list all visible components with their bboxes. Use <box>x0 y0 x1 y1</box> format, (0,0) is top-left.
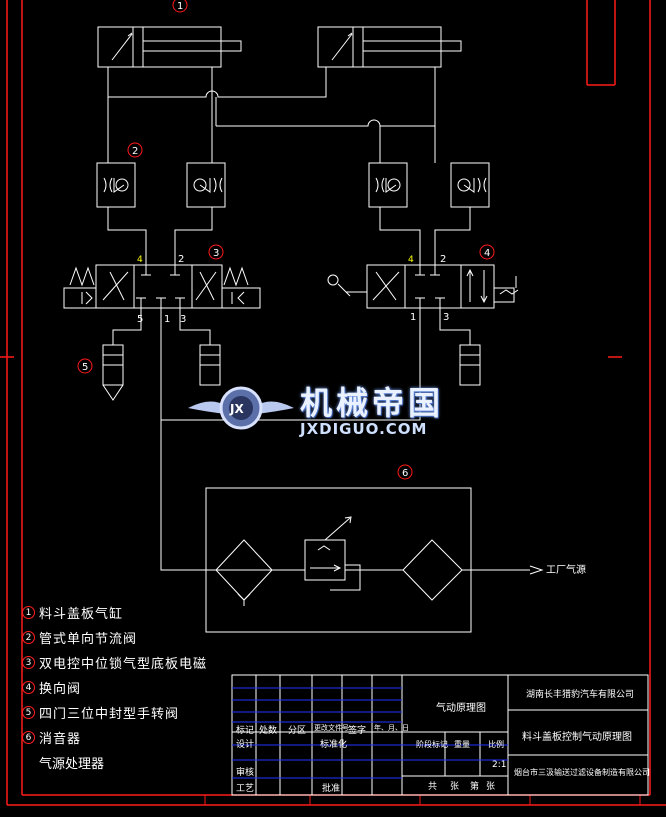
v4-port-3: 3 <box>443 312 449 323</box>
callout-3-text: 3 <box>213 248 219 259</box>
company-top: 湖南长丰猎豹汽车有限公司 <box>526 690 635 700</box>
callout-1: 1 <box>172 0 188 13</box>
watermark-gear-wings-icon: JX <box>188 386 294 430</box>
legend-item: 3 双电控中位锁气型底板电磁 <box>22 650 207 675</box>
silencer-middle <box>199 344 221 386</box>
tb-label: 工艺 <box>236 784 255 794</box>
tb-label: 张 <box>486 782 496 792</box>
tb-label: 重量 <box>454 740 470 749</box>
legend-number: 3 <box>22 656 35 669</box>
legend-text: 消音器 <box>39 732 82 747</box>
v3-port-1: 1 <box>164 314 170 325</box>
scale-value: 2:1 <box>492 760 507 770</box>
tb-label: 共 <box>428 782 438 792</box>
legend-number: 5 <box>22 706 35 719</box>
tb-label: 审核 <box>236 768 255 778</box>
callout-4-text: 4 <box>484 248 490 259</box>
legend-item: 2 管式单向节流阀 <box>22 625 207 650</box>
part-title: 料斗盖板控制气动原理图 <box>522 732 632 743</box>
legend-number: 6 <box>22 731 35 744</box>
tb-label: 比例 <box>488 740 504 749</box>
callout-4: 4 <box>479 244 495 260</box>
pipe-lines <box>107 67 544 575</box>
tb-label: 阶段标记 <box>416 740 448 749</box>
callout-6-text: 6 <box>402 468 408 479</box>
tb-label: 签字 <box>348 726 367 736</box>
callout-3: 3 <box>208 244 224 260</box>
callout-2: 2 <box>127 142 143 158</box>
v3-port-3: 3 <box>180 314 186 325</box>
legend-item: 6 消音器 <box>22 725 207 750</box>
cylinder-right <box>317 26 462 68</box>
tb-label: 更改文件号 <box>314 724 349 732</box>
title-block-blue-grid <box>232 687 508 779</box>
legend-number: 1 <box>22 606 35 619</box>
tb-label: 第 <box>470 782 480 792</box>
legend-text: 双电控中位锁气型底板电磁 <box>39 657 208 672</box>
tb-label: 设计 <box>236 740 255 750</box>
cylinder-left <box>97 26 242 68</box>
watermark-badge-text: JX <box>229 402 244 416</box>
legend-item: 4 换向阀 <box>22 675 207 700</box>
tb-label: 标记 <box>236 726 255 736</box>
v3-port-5: 5 <box>137 314 143 325</box>
flow-control-valve-2 <box>186 162 226 208</box>
flow-control-valve-3 <box>368 162 408 208</box>
v3-port-4: 4 <box>137 255 143 265</box>
tb-label: 分区 <box>288 726 307 736</box>
air-treatment-unit <box>205 487 472 633</box>
v4-port-2: 2 <box>440 254 446 265</box>
legend-item: 1 料斗盖板气缸 <box>22 600 207 625</box>
callout-6: 6 <box>397 464 413 480</box>
tb-label: 张 <box>450 782 460 792</box>
v4-port-4: 4 <box>408 255 414 265</box>
legend-number: 2 <box>22 631 35 644</box>
legend-text: 管式单向节流阀 <box>39 632 138 647</box>
title-block-frame <box>231 674 649 796</box>
legend-text: 换向阀 <box>39 682 82 697</box>
v4-port-1: 1 <box>410 312 416 323</box>
title-block: 气动原理图 湖南长丰猎豹汽车有限公司 料斗盖板控制气动原理图 烟台市三汲输送过滤… <box>232 675 650 795</box>
legend-text: 料斗盖板气缸 <box>39 607 124 622</box>
legend-extra: 气源处理器 <box>39 757 105 772</box>
legend-number: 4 <box>22 681 35 694</box>
silencer-right <box>459 344 481 386</box>
v3-port-2: 2 <box>178 254 184 265</box>
silencer-left <box>102 344 124 401</box>
watermark-en: JXDIGUO.COM <box>300 420 428 438</box>
tb-label: 标准化 <box>320 740 348 750</box>
callout-2-text: 2 <box>132 146 138 157</box>
callout-1-text: 1 <box>177 1 183 12</box>
frame-ticks <box>204 795 641 805</box>
legend: 1 料斗盖板气缸 2 管式单向节流阀 3 双电控中位锁气型底板电磁 4 换向阀 5 四门三… <box>22 600 207 775</box>
watermark: JX 机械帝国 JXDIGUO.COM <box>186 378 486 440</box>
hand-valve-4 <box>327 264 519 309</box>
legend-item: 5 四门三位中封型手转阀 <box>22 700 207 725</box>
tb-label: 年、月、日 <box>374 724 409 732</box>
tb-label: 批准 <box>322 784 341 794</box>
watermark-cn: 机械帝国 <box>300 384 445 422</box>
company-bottom: 烟台市三汲输送过滤设备制造有限公司 <box>514 768 650 777</box>
solenoid-valve-3 <box>63 264 261 309</box>
air-source-label: 工厂气源 <box>546 563 586 576</box>
callout-5-text: 5 <box>82 362 88 373</box>
callout-5: 5 <box>77 358 93 374</box>
legend-text: 四门三位中封型手转阀 <box>39 707 180 722</box>
flow-control-valve-1 <box>96 162 136 208</box>
drawing-name: 气动原理图 <box>436 703 486 714</box>
tb-label: 处数 <box>259 726 278 736</box>
flow-control-valve-4 <box>450 162 490 208</box>
